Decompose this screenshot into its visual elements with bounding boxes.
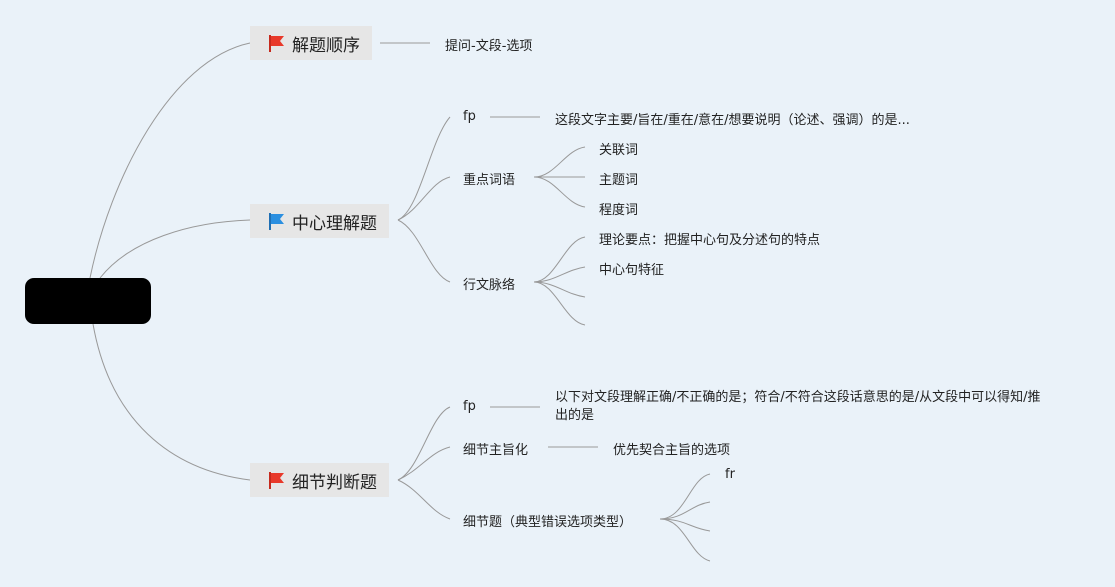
subtopic-detail-error-types[interactable]: 细节题（典型错误选项类型）	[463, 515, 633, 530]
root-node[interactable]	[25, 278, 151, 324]
leaf-central-sentence[interactable]: 中心句特征	[599, 263, 665, 278]
blue-flag-icon	[269, 213, 284, 230]
subtopic-key-words[interactable]: 重点词语	[463, 173, 516, 188]
leaf-fr[interactable]: fr	[725, 467, 735, 482]
leaf-theory-points[interactable]: 理论要点：把握中心句及分述句的特点	[599, 233, 821, 248]
topic-label: 解题顺序	[292, 35, 360, 56]
red-flag-icon	[269, 472, 284, 489]
topic-label: 中心理解题	[292, 213, 377, 234]
subtopic-fp[interactable]: fp	[463, 399, 476, 414]
leaf-conjunction-words[interactable]: 关联词	[599, 143, 639, 158]
note-solving-order[interactable]: 提问-文段-选项	[445, 39, 533, 54]
subtopic-text-structure[interactable]: 行文脉络	[463, 278, 516, 293]
leaf-theme-words[interactable]: 主题词	[599, 173, 639, 188]
note-fp-detail[interactable]: 以下对文段理解正确/不正确的是；符合/不符合这段话意思的是/从文段中可以得知/推…	[555, 390, 1041, 423]
topic-detail-judgment[interactable]: 细节判断题	[250, 463, 389, 497]
subtopic-fp[interactable]: fp	[463, 109, 476, 124]
subtopic-detail-to-main[interactable]: 细节主旨化	[463, 443, 529, 458]
leaf-degree-words[interactable]: 程度词	[599, 203, 639, 218]
red-flag-icon	[269, 35, 284, 52]
note-fp-main-idea[interactable]: 这段文字主要/旨在/重在/意在/想要说明（论述、强调）的是...	[555, 113, 910, 128]
note-prefer-main-option[interactable]: 优先契合主旨的选项	[613, 443, 731, 458]
topic-solving-order[interactable]: 解题顺序	[250, 26, 372, 60]
topic-main-idea[interactable]: 中心理解题	[250, 204, 389, 238]
topic-label: 细节判断题	[292, 472, 377, 493]
